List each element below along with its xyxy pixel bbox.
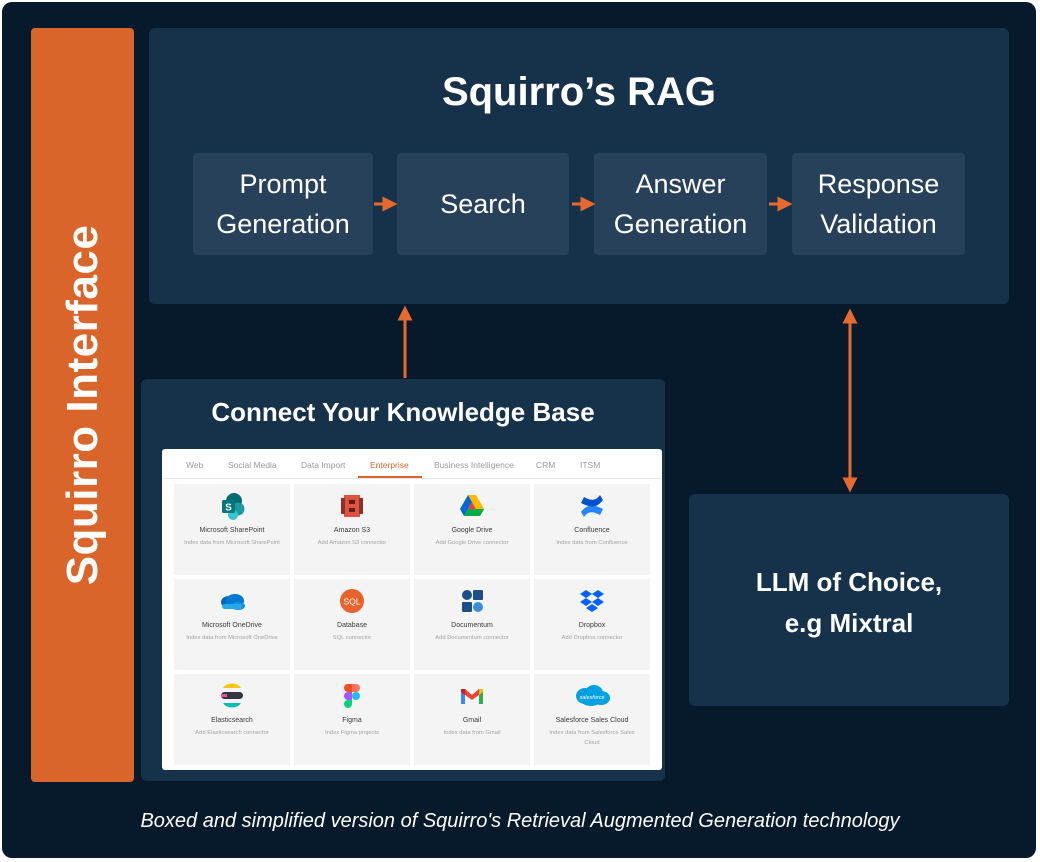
svg-text:S: S <box>225 503 232 514</box>
connector-description: Index data from Confluence <box>556 540 628 546</box>
stage-label-line2: Generation <box>216 209 350 239</box>
connector-name: Figma <box>342 717 362 724</box>
salesforce-logo-text: salesforce <box>579 695 604 701</box>
tab-enterprise[interactable]: Enterprise <box>370 460 409 470</box>
connector-tile-database[interactable]: SQL Database SQL connector <box>294 579 410 670</box>
tab-web[interactable]: Web <box>186 460 204 470</box>
connector-tile-elasticsearch[interactable]: Elasticsearch Add Elasticsearch connecto… <box>174 674 290 765</box>
stage-label-line2: Validation <box>820 209 937 239</box>
stage-prompt-generation: Prompt Generation <box>193 153 373 255</box>
sql-icon-text: SQL <box>343 597 360 607</box>
onedrive-icon <box>221 594 245 610</box>
connector-description: Add Dropbox connector <box>561 635 623 641</box>
connector-name: Salesforce Sales Cloud <box>555 717 629 724</box>
stage-answer-generation: Answer Generation <box>594 153 767 255</box>
stage-response-validation: Response Validation <box>792 153 965 255</box>
connector-description: SQL connector <box>332 635 372 641</box>
connector-name: Gmail <box>462 717 482 724</box>
elasticsearch-icon <box>221 683 243 708</box>
knowledge-base-title: Connect Your Knowledge Base <box>211 397 595 427</box>
connector-gallery: Web Social Media Data Import Enterprise … <box>162 449 662 770</box>
connector-name: Microsoft SharePoint <box>199 527 265 534</box>
stage-label-line1: Response <box>817 169 940 199</box>
stage-label-line1: Search <box>440 189 526 219</box>
google-drive-icon <box>460 495 484 516</box>
connector-description: Index data from Salesforce Sales Cloud <box>549 730 635 746</box>
salesforce-icon: salesforce <box>576 685 610 706</box>
tab-business-intelligence[interactable]: Business Intelligence <box>434 460 514 470</box>
connector-tile-google-drive[interactable]: Google Drive Add Google Drive connector <box>414 484 530 575</box>
connector-description: Index data from Gmail <box>443 730 501 736</box>
connector-description: Index data from Microsoft OneDrive <box>186 635 278 641</box>
sharepoint-icon: S <box>222 493 245 520</box>
stage-label-line1: Answer <box>635 169 726 199</box>
llm-label-line1: LLM of Choice, <box>755 567 943 597</box>
figma-icon <box>344 684 360 708</box>
connector-name: Dropbox <box>578 622 606 629</box>
connector-tile-salesforce[interactable]: salesforce Salesforce Sales Cloud Index … <box>534 674 650 765</box>
squirro-interface-label: Squirro Interface <box>57 224 107 586</box>
connector-name: Documentum <box>451 622 493 629</box>
connector-name: Amazon S3 <box>333 527 371 534</box>
tab-itsm[interactable]: ITSM <box>580 460 601 470</box>
amazon-s3-icon <box>341 495 363 517</box>
connector-name: Google Drive <box>451 527 493 534</box>
llm-panel: LLM of Choice, e.g Mixtral <box>689 494 1009 706</box>
knowledge-base-panel: Connect Your Knowledge Base Web Social M… <box>141 379 665 781</box>
rag-title: Squirro’s RAG <box>441 70 717 114</box>
connector-tile-figma[interactable]: Figma Index Figma projects <box>294 674 410 765</box>
tab-data-import[interactable]: Data Import <box>301 460 346 470</box>
stage-label-line1: Prompt <box>239 169 327 199</box>
connector-description: Add Documentum connector <box>435 635 509 641</box>
connector-description: Add Amazon S3 connector <box>317 540 387 546</box>
connector-name: Database <box>337 622 367 629</box>
stage-search: Search <box>397 153 569 255</box>
gmail-icon <box>461 689 483 704</box>
connector-tile-documentum[interactable]: Documentum Add Documentum connector <box>414 579 530 670</box>
connector-tile-amazon-s3[interactable]: Amazon S3 Add Amazon S3 connector <box>294 484 410 575</box>
active-tab-indicator <box>358 476 422 478</box>
connector-description: Index Figma projects <box>325 730 379 736</box>
diagram-caption: Boxed and simplified version of Squirro'… <box>140 810 900 832</box>
dropbox-icon <box>580 590 604 612</box>
connector-tile-onedrive[interactable]: Microsoft OneDrive Index data from Micro… <box>174 579 290 670</box>
connector-tile-confluence[interactable]: Confluence Index data from Confluence <box>534 484 650 575</box>
connector-name: Confluence <box>574 527 610 534</box>
stage-label-line2: Generation <box>613 209 748 239</box>
connector-name: Microsoft OneDrive <box>202 622 262 629</box>
documentum-icon <box>462 590 483 612</box>
connector-description: Add Elasticsearch connector <box>195 730 269 736</box>
squirro-interface-bar: Squirro Interface <box>31 28 134 782</box>
connector-tabs: Web Social Media Data Import Enterprise … <box>162 449 662 479</box>
confluence-icon <box>581 495 603 517</box>
connector-tile-gmail[interactable]: Gmail Index data from Gmail <box>414 674 530 765</box>
llm-label: LLM of Choice, e.g Mixtral <box>689 562 1009 644</box>
connector-name: Elasticsearch <box>211 717 253 724</box>
llm-label-line2: e.g Mixtral <box>784 608 914 638</box>
rag-panel: Squirro’s RAG Prompt Generation Search A… <box>149 28 1009 304</box>
connector-description: Add Google Drive connector <box>435 540 509 546</box>
connector-description: Index data from Microsoft SharePoint <box>184 540 280 546</box>
connector-tile-sharepoint[interactable]: S Microsoft SharePoint Index data from M… <box>174 484 290 575</box>
tab-crm[interactable]: CRM <box>536 460 556 470</box>
tab-social-media[interactable]: Social Media <box>228 460 277 470</box>
database-sql-icon: SQL <box>340 589 364 613</box>
connector-tile-dropbox[interactable]: Dropbox Add Dropbox connector <box>534 579 650 670</box>
